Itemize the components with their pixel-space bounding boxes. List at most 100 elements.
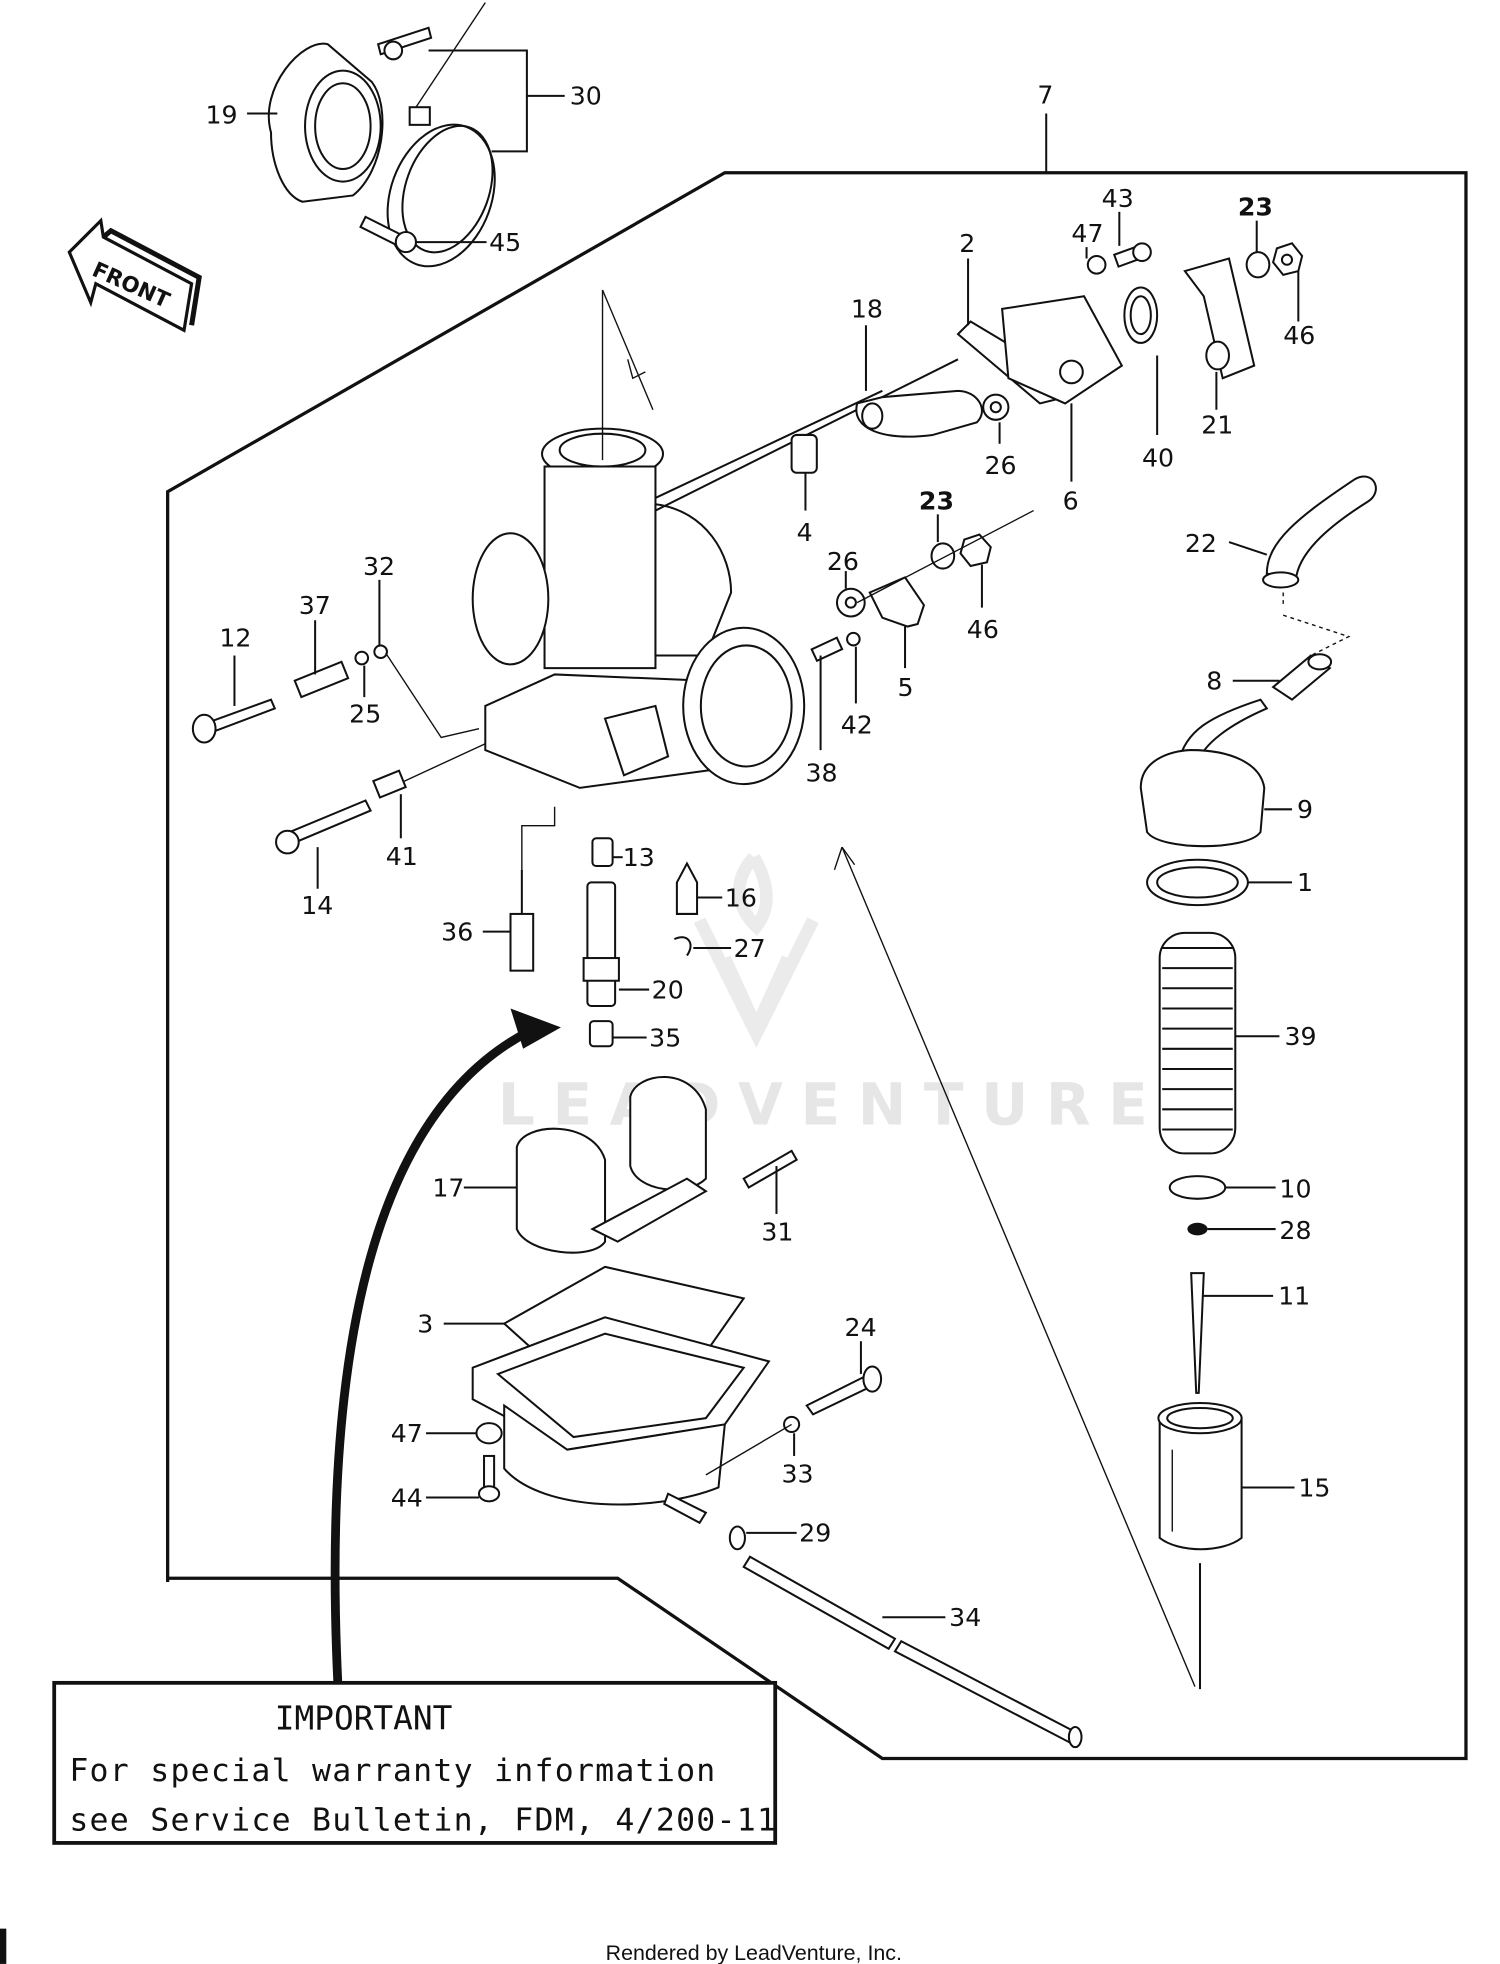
- part-clip-27: [673, 936, 692, 957]
- part-ball-42: [846, 631, 861, 647]
- part-needle-jet-holder-36: [509, 869, 535, 972]
- part-hose-34: [742, 1555, 1083, 1749]
- callout-25: 25: [349, 699, 381, 728]
- callout-23-top: 23: [1238, 193, 1273, 222]
- part-washer-26b: [835, 587, 866, 618]
- part-washer-47b: [475, 1422, 503, 1445]
- part-screw-45: [359, 215, 417, 254]
- part-clamp-30: [376, 26, 496, 268]
- callout-20: 20: [652, 975, 684, 1004]
- part-tube-8: [1271, 653, 1333, 701]
- part-nut-46a: [1272, 242, 1304, 276]
- watermark-text: LEADVENTURE: [498, 1070, 1165, 1138]
- part-jet-needle-11: [1190, 1272, 1205, 1394]
- part-drain-screw-24: [805, 1365, 883, 1416]
- part-screw-44: [477, 1454, 501, 1503]
- callout-5: 5: [897, 673, 913, 702]
- callout-28: 28: [1279, 1216, 1311, 1245]
- callout-38: 38: [805, 759, 837, 788]
- watermark: LEADVENTURE: [498, 852, 1165, 1138]
- callout-35: 35: [649, 1023, 681, 1052]
- callout-11: 11: [1278, 1282, 1310, 1311]
- notice-line-2: see Service Bulletin, FDM, 4/200-11: [69, 1802, 777, 1838]
- callout-26-mid: 26: [827, 547, 859, 576]
- callout-1: 1: [1297, 868, 1313, 897]
- callout-47-top: 47: [1071, 219, 1103, 248]
- part-throttle-valve-15: [1157, 1402, 1243, 1551]
- callout-6: 6: [1063, 486, 1079, 515]
- part-float-17: [515, 1076, 708, 1254]
- notice-line-1: For special warranty information: [69, 1753, 716, 1789]
- callouts: 19 30 45 7 2 18 43 47 23 46 21 40 26 6 4…: [205, 2, 1330, 1632]
- callout-10: 10: [1279, 1175, 1311, 1204]
- callout-37: 37: [299, 591, 331, 620]
- callout-2: 2: [959, 229, 975, 258]
- part-spring-40: [1123, 286, 1159, 344]
- callout-41: 41: [386, 842, 418, 871]
- callout-42: 42: [841, 711, 873, 740]
- important-notice: IMPORTANT For special warranty informati…: [52, 1680, 778, 1845]
- callout-26-top: 26: [984, 451, 1016, 480]
- callout-19: 19: [205, 101, 237, 130]
- watermark-logo-icon: [693, 852, 819, 1048]
- callout-16: 16: [725, 883, 757, 912]
- part-spring-41: [372, 769, 407, 799]
- callout-18: 18: [851, 295, 883, 324]
- part-nut-46b: [959, 533, 992, 568]
- part-lever-5: [868, 576, 926, 628]
- part-pin-31: [742, 1149, 799, 1189]
- callout-46-mid: 46: [967, 615, 999, 644]
- callout-31: 31: [761, 1217, 793, 1246]
- part-carburetor-body-7: [471, 289, 959, 789]
- part-o-ring-1: [1146, 858, 1249, 907]
- part-cover-6: [1001, 295, 1124, 405]
- callout-4: 4: [797, 518, 813, 547]
- callout-36: 36: [441, 917, 473, 946]
- part-o-ring-32: [373, 644, 388, 660]
- front-direction-arrow: FRONT: [67, 217, 202, 333]
- part-needle-jet-20: [582, 881, 620, 1007]
- part-bracket-21: [1183, 257, 1256, 380]
- callout-44: 44: [391, 1483, 423, 1512]
- part-pilot-screw-14: [275, 799, 372, 855]
- part-clip-29: [728, 1525, 746, 1551]
- notice-title: IMPORTANT: [275, 1699, 453, 1737]
- callout-12: 12: [219, 624, 251, 653]
- part-main-jet-35: [588, 1020, 614, 1048]
- part-washer-25: [354, 650, 370, 666]
- callout-21: 21: [1201, 411, 1233, 440]
- callout-14: 14: [301, 891, 333, 920]
- part-screw-12: [191, 698, 277, 744]
- part-screw-43: [1112, 242, 1152, 268]
- callout-33: 33: [782, 1459, 814, 1488]
- callout-30: 30: [570, 82, 602, 111]
- part-retainer-10: [1168, 1175, 1227, 1200]
- assembly-boundary: [166, 113, 1468, 1761]
- callout-7: 7: [1037, 80, 1053, 109]
- callout-40: 40: [1142, 443, 1174, 472]
- callout-32: 32: [363, 552, 395, 581]
- part-elbow-22: [1262, 475, 1377, 589]
- part-washer-23b: [930, 542, 956, 570]
- part-cap-9: [1139, 698, 1269, 848]
- callout-43: 43: [1102, 184, 1134, 213]
- callout-23-mid: 23: [919, 486, 954, 515]
- edge-mark: [0, 1928, 7, 1964]
- part-spring-38: [810, 636, 844, 663]
- part-jet-13: [591, 837, 614, 868]
- part-washer-33: [783, 1415, 801, 1434]
- callout-47-bottom: 47: [391, 1419, 423, 1448]
- callout-8: 8: [1206, 667, 1222, 696]
- callout-15: 15: [1298, 1473, 1330, 1502]
- callout-34: 34: [949, 1603, 981, 1632]
- part-spring-39: [1158, 931, 1237, 1155]
- part-washer-47a: [1086, 254, 1107, 275]
- callout-22: 22: [1185, 529, 1217, 558]
- curved-arrow: [330, 1008, 561, 1684]
- callout-46-top: 46: [1283, 321, 1315, 350]
- part-float-bowl: [471, 1316, 771, 1525]
- callout-29: 29: [799, 1519, 831, 1548]
- part-shaft-4: [790, 433, 818, 474]
- part-float-valve-16: [675, 861, 699, 915]
